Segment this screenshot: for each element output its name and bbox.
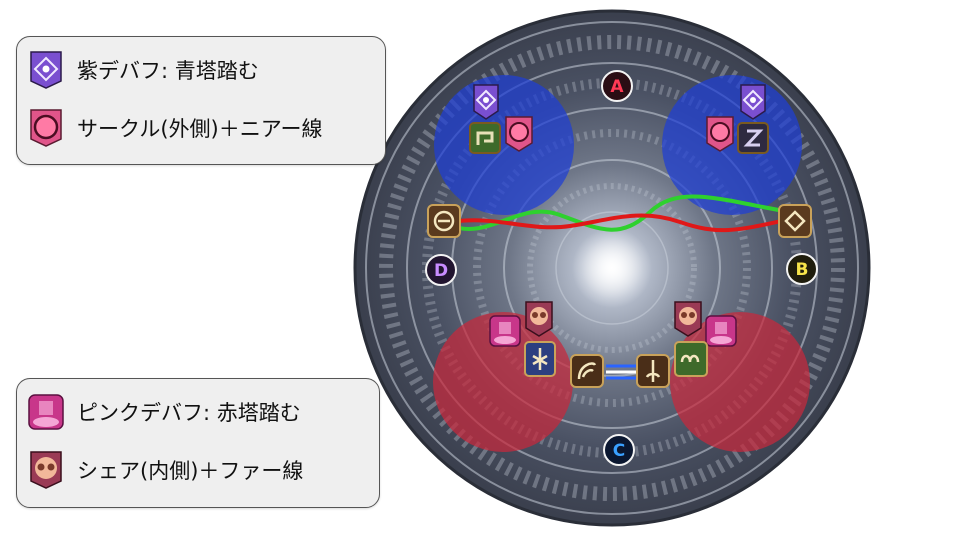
blue-tower-ne (662, 75, 802, 215)
green-tether (451, 194, 796, 232)
pink-debuff-icon (705, 315, 737, 347)
legend-row-pink: ピンクデバフ: 赤塔踏む (27, 393, 301, 431)
red-tether (451, 213, 796, 233)
pink-debuff-icon (489, 315, 521, 347)
dark-knight-job-icon (737, 122, 769, 154)
svg-text:D: D (434, 261, 448, 281)
legend-label-share: シェア(内側)＋ファー線 (77, 459, 304, 483)
healer-job-icon-east (778, 204, 812, 238)
pink-debuff-icon (28, 394, 64, 430)
circle-debuff-icon (706, 116, 734, 152)
circle-debuff-icon (505, 116, 533, 152)
sage-job-icon (674, 341, 708, 377)
legend-box-bottom: ピンクデバフ: 赤塔踏む シェア(内側)＋ファー線 (16, 378, 380, 508)
legend-row-share: シェア(内側)＋ファー線 (27, 451, 303, 489)
reaper-job-icon (570, 354, 604, 388)
share-debuff-icon (525, 301, 553, 337)
svg-text:B: B (796, 260, 809, 280)
legend-label-circle: サークル(外側)＋ニアー線 (77, 117, 323, 141)
monk-job-icon (636, 354, 670, 388)
purple-debuff-icon (740, 84, 766, 120)
gunbreaker-job-icon (469, 122, 501, 154)
blue-tower-nw (434, 75, 574, 215)
share-debuff-icon (30, 451, 62, 489)
svg-text:C: C (613, 441, 625, 461)
purple-debuff-icon (473, 84, 499, 120)
circle-debuff-icon (30, 109, 62, 147)
waymark-c: C (603, 434, 635, 466)
waymark-d: D (425, 254, 457, 286)
legend-row-purple: 紫デバフ: 青塔踏む (27, 51, 259, 89)
legend-label-pink: ピンクデバフ: 赤塔踏む (77, 401, 301, 425)
purple-debuff-icon (30, 51, 62, 89)
legend-label-purple: 紫デバフ: 青塔踏む (77, 59, 259, 83)
share-debuff-icon (674, 301, 702, 337)
samurai-job-icon (524, 341, 556, 377)
svg-text:A: A (610, 77, 624, 97)
healer-job-icon-west (427, 204, 461, 238)
legend-box-top: 紫デバフ: 青塔踏む サークル(外側)＋ニアー線 (16, 36, 386, 165)
waymark-b: B (786, 253, 818, 285)
blue-tether-short (606, 364, 638, 380)
waymark-a: A (601, 70, 633, 102)
arena-center-glow (572, 228, 652, 308)
legend-row-circle: サークル(外側)＋ニアー線 (27, 109, 323, 147)
